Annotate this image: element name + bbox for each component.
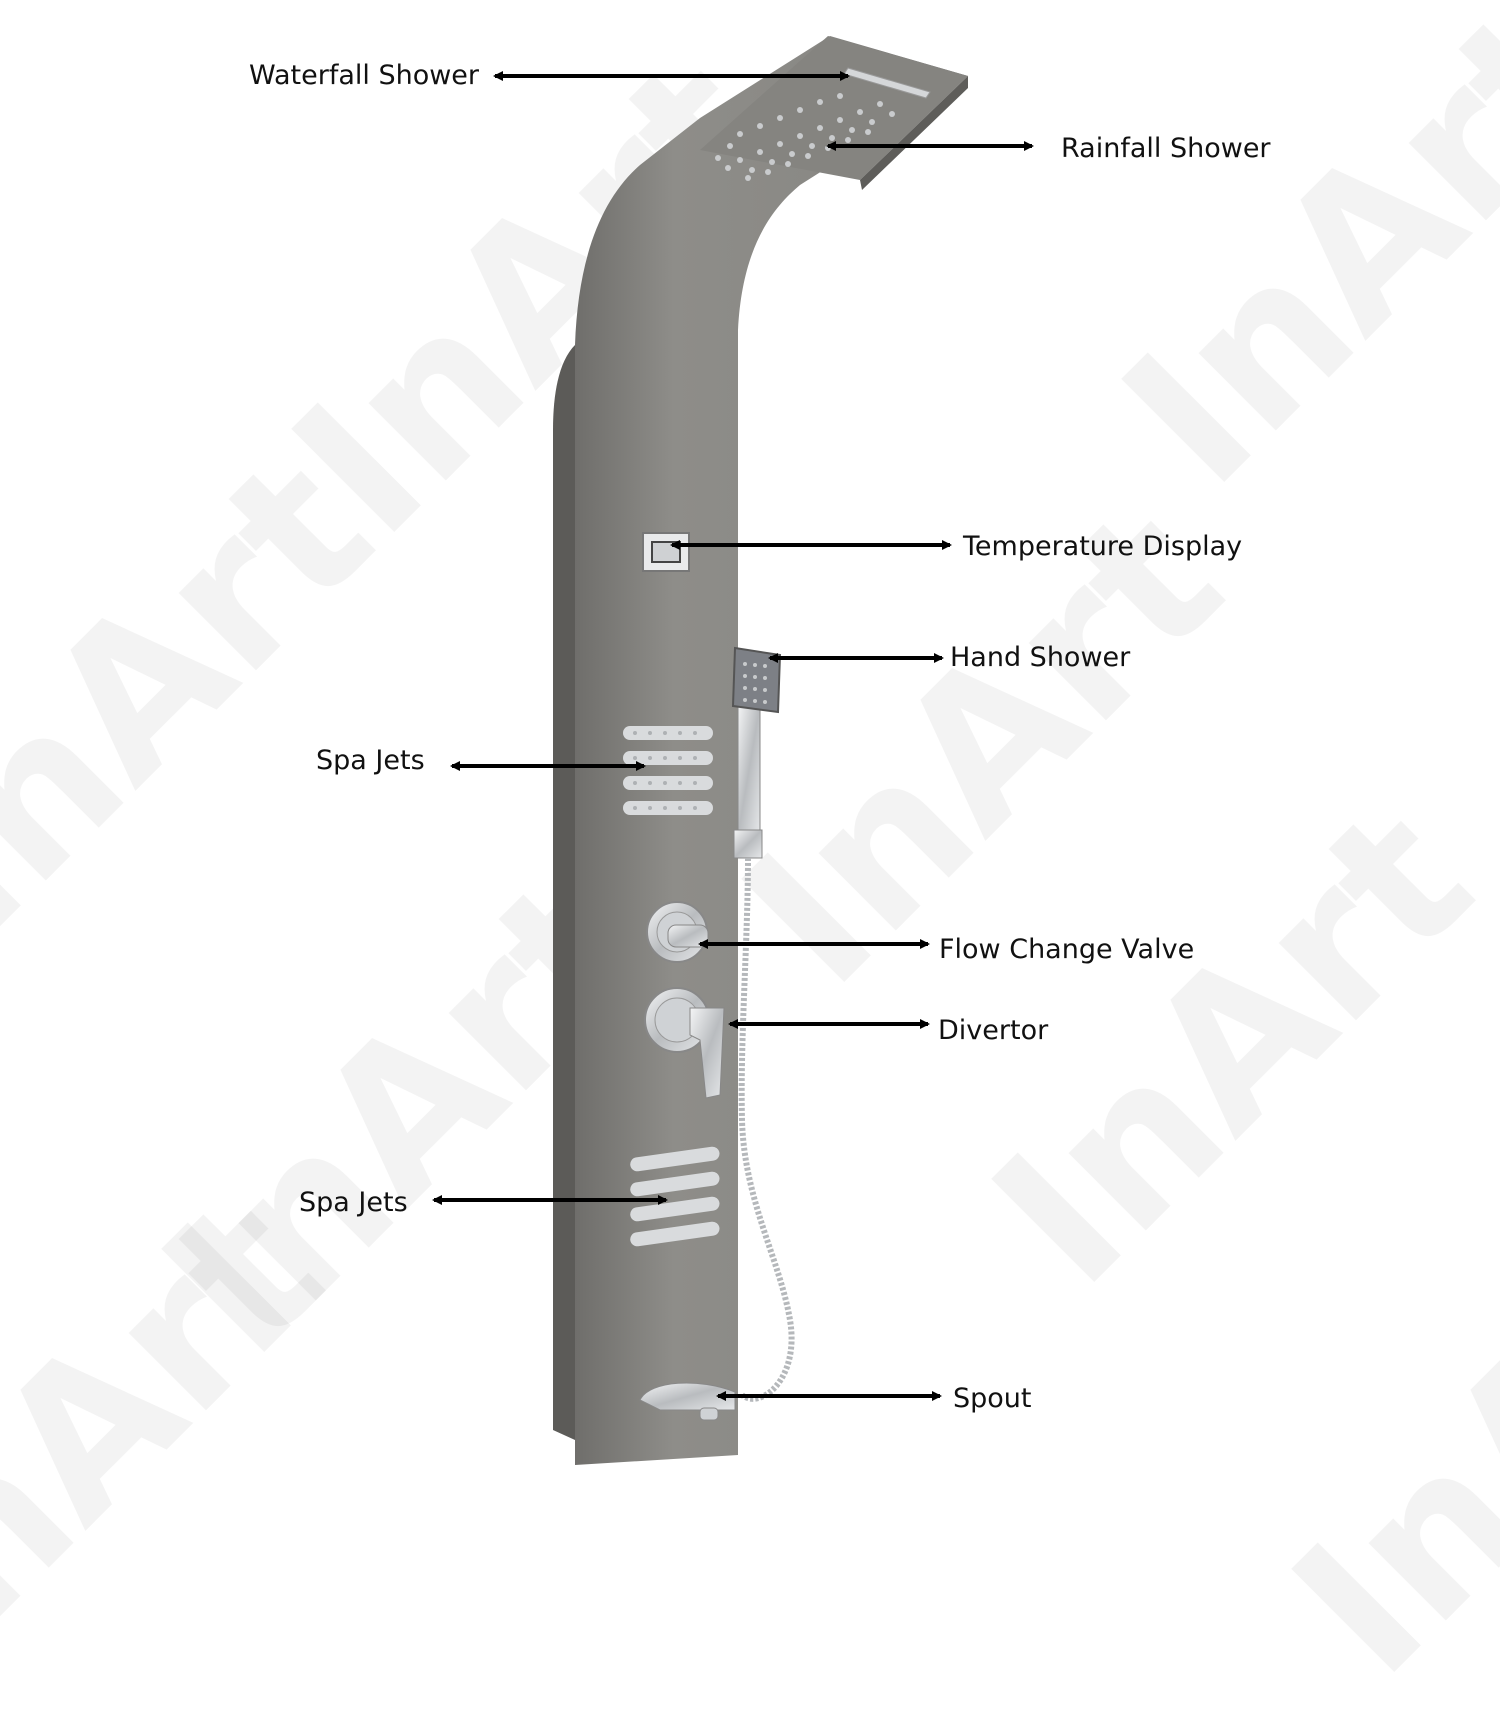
rainfall-nozzles xyxy=(715,93,895,181)
rainfall-head-top xyxy=(700,36,968,180)
shower-hose xyxy=(738,857,795,1402)
hand-shower-handle xyxy=(737,704,761,836)
shower-panel-body xyxy=(575,36,968,1465)
label-temperature-display: Temperature Display xyxy=(963,531,1243,562)
shower-panel-diagram xyxy=(432,36,1034,1465)
callout-arrows xyxy=(432,71,1034,1401)
label-spa-jets-upper: Spa Jets xyxy=(316,745,425,776)
label-spout: Spout xyxy=(953,1383,1032,1414)
label-flow-change-valve: Flow Change Valve xyxy=(939,934,1195,965)
hand-shower-holder xyxy=(733,829,763,859)
label-hand-shower: Hand Shower xyxy=(950,642,1131,673)
panel-side-edge xyxy=(553,345,575,1440)
divertor xyxy=(644,987,725,1099)
label-spa-jets-lower: Spa Jets xyxy=(299,1187,408,1218)
label-rainfall-shower: Rainfall Shower xyxy=(1061,133,1271,164)
label-waterfall-shower: Waterfall Shower xyxy=(249,60,480,91)
flow-change-valve xyxy=(646,901,709,963)
spout-tip xyxy=(699,1407,719,1421)
hand-shower-nozzles xyxy=(743,662,767,704)
label-divertor: Divertor xyxy=(938,1015,1049,1046)
spa-jets-lower xyxy=(630,1146,720,1247)
head-front-edge xyxy=(860,76,968,190)
